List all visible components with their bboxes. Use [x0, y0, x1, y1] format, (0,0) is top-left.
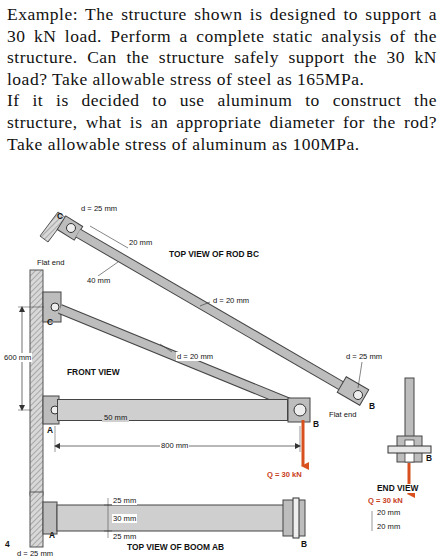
dimension-text: 30 mm [112, 514, 137, 523]
pin-diameter: d = 25 mm [16, 549, 54, 558]
point-label: B [368, 402, 376, 411]
dimension-text: 20 mm [128, 238, 153, 247]
point-label: B [312, 420, 320, 429]
view-title: END VIEW [376, 484, 419, 493]
load-label: Q = 30 kN [367, 496, 404, 505]
dimension-text: 800 mm [160, 441, 189, 450]
problem-paragraph: If it is decided to use aluminum to cons… [7, 90, 437, 155]
pin-diameter: d = 25 mm [345, 352, 383, 361]
problem-paragraph: Example: The structure shown is designed… [7, 4, 437, 90]
note-text: Flat end [328, 410, 357, 419]
point-label: C [56, 212, 64, 221]
boom-top-view [30, 492, 305, 547]
view-title: FRONT VIEW [66, 368, 121, 377]
point-label: A [48, 531, 56, 540]
point-label: B [300, 540, 308, 549]
page-number: 4 [4, 540, 11, 549]
point-label: A [46, 426, 54, 435]
dimension-text: 20 mm [376, 508, 401, 517]
dimension-text: 20 mm [376, 522, 401, 531]
problem-text: Example: The structure shown is designed… [7, 4, 437, 155]
end-view [372, 378, 431, 531]
dimension-text: 600 mm [3, 353, 32, 362]
point-label: C [46, 318, 54, 327]
view-title: TOP VIEW OF BOOM AB [126, 543, 225, 552]
front-wall [30, 270, 61, 495]
point-label: B [425, 454, 433, 463]
pin-diameter: d = 25 mm [80, 204, 118, 213]
dimension-text: 25 mm [112, 496, 137, 505]
view-title: TOP VIEW OF ROD BC [168, 250, 260, 259]
dimension-text: 40 mm [86, 276, 111, 285]
rod-diameter: d = 20 mm [176, 352, 214, 361]
rod-front-view [60, 309, 292, 404]
note-text: Flat end [36, 258, 65, 267]
rod-diameter: d = 20 mm [212, 296, 250, 305]
pin-b-front [288, 398, 310, 422]
load-label: Q = 30 kN [266, 470, 303, 479]
dimension-text: 25 mm [112, 532, 137, 541]
boom-front-view: 50 mm [57, 399, 288, 421]
load-arrow [302, 420, 305, 466]
dimension-text: 50 mm [102, 413, 129, 422]
